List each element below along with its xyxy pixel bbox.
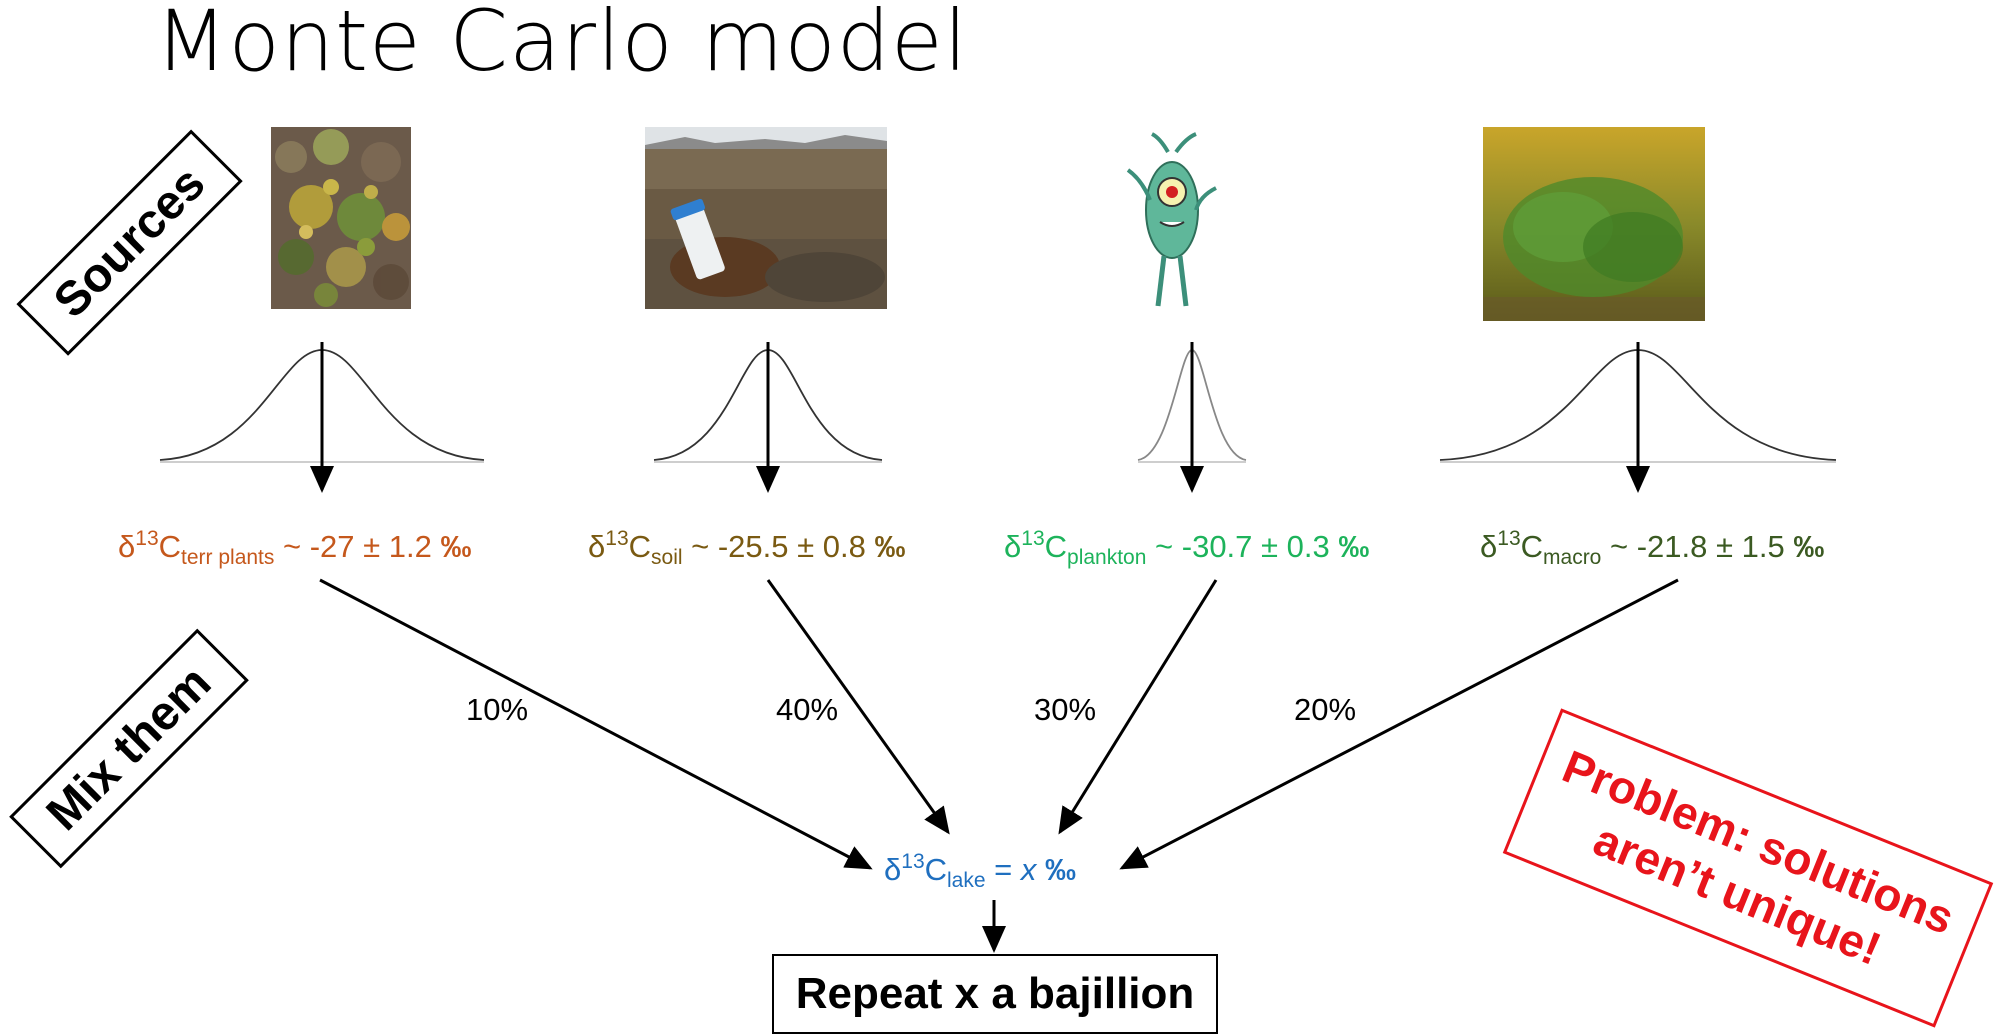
terr-to-lake-arrow — [319, 578, 873, 870]
terr-plants-percent: 10% — [466, 692, 529, 727]
tundra-plants-photo — [271, 127, 411, 309]
lake-equation: δ13Clake = x ‰ — [884, 850, 1077, 892]
soil-sample-photo — [645, 127, 887, 309]
macro-to-lake-arrow — [1119, 578, 1679, 870]
macro-percent: 20% — [1294, 692, 1357, 727]
macrophyte-photo — [1483, 127, 1705, 321]
plankton-equation: δ13Cplankton ~ -30.7 ± 0.3 ‰ — [1004, 527, 1370, 569]
slide-title: Monte Carlo model — [155, 0, 969, 90]
soil-to-lake-arrow — [766, 579, 950, 835]
repeat-box: Repeat x a bajillion — [772, 954, 1218, 1034]
plankton-percent: 30% — [1034, 692, 1097, 727]
terr-plants-equation: δ13Cterr plants ~ -27 ± 1.2 ‰ — [118, 527, 472, 569]
soil-percent: 40% — [776, 692, 839, 727]
plankton-to-lake-arrow — [1058, 579, 1218, 835]
soil-equation: δ13Csoil ~ -25.5 ± 0.8 ‰ — [588, 527, 906, 569]
plankton-cartoon — [1126, 132, 1217, 307]
macro-equation: δ13Cmacro ~ -21.8 ± 1.5 ‰ — [1480, 527, 1825, 569]
